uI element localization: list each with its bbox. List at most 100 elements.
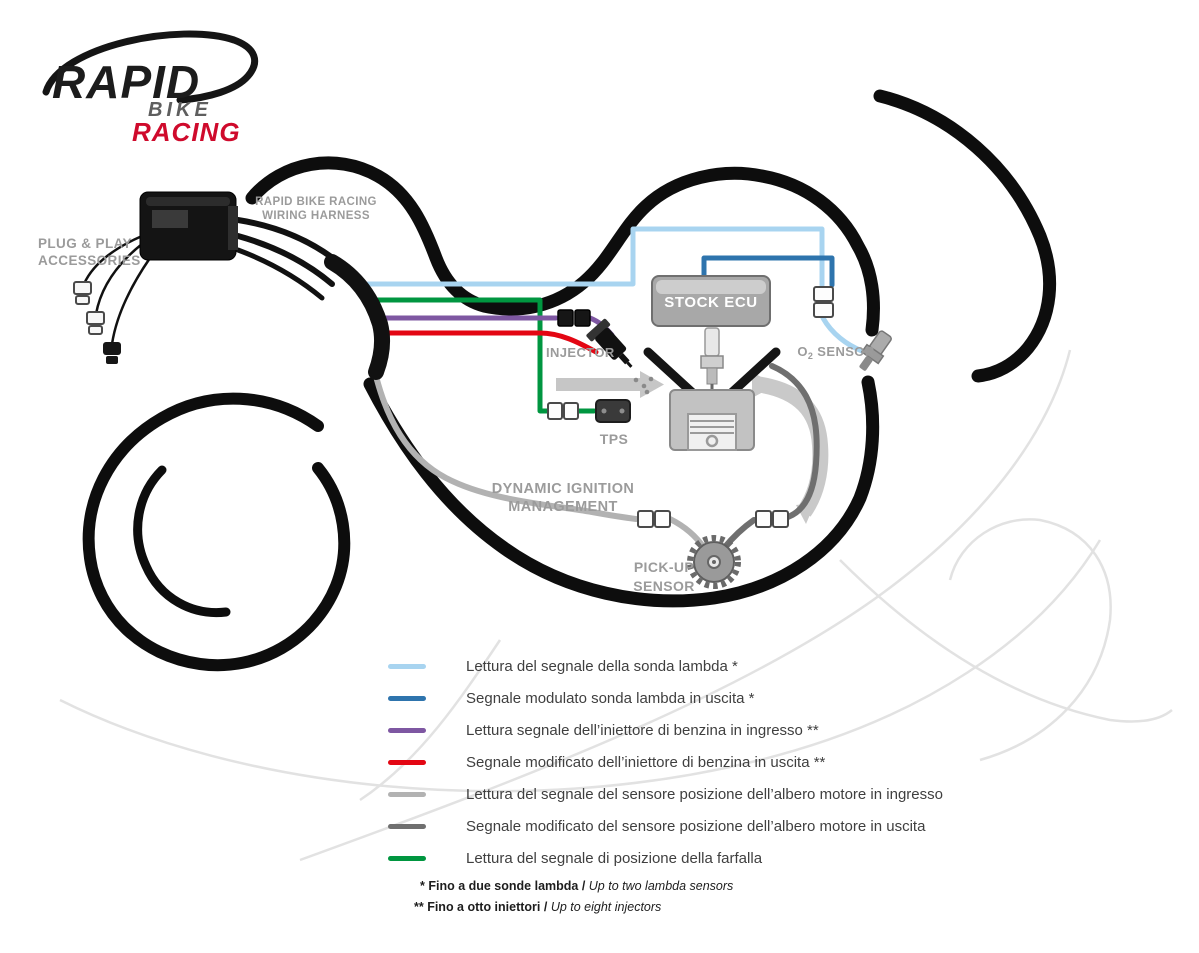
footnote-injectors: ** Fino a otto iniettori / Up to eight i… [414,897,733,918]
injector-icon [586,318,633,368]
dim-label-line2: MANAGEMENT [508,499,618,515]
fuel-droplet [648,376,654,382]
accessory-connector-icon [75,295,90,305]
harness-strand [235,233,335,287]
logo-racing-text: RACING [132,117,241,147]
legend-row: Lettura del segnale del sensore posizion… [388,778,943,810]
footnote-translation: Up to two lambda sensors [588,879,734,893]
crank-output-wire [769,363,820,520]
harness-main-bundle [324,254,391,380]
spark-plug-thread [706,367,718,385]
stock-ecu-label: STOCK ECU [664,294,757,311]
injector-body [595,327,627,360]
tps-body [595,399,631,423]
o2-sensor-label: O2 SENSOR [797,344,874,361]
pickup-label-line1: PICK-UP [634,559,694,575]
rapid-bike-module-group [73,191,238,364]
front-fairing-outline [873,89,1057,383]
accessory-connector-icon [73,281,92,295]
valve-cover-lines [643,347,781,401]
o2-label-sub: 2 [808,351,813,361]
fuel-spray-dots [633,376,654,395]
legend-row: Lettura segnale dell’iniettore di benzin… [388,714,943,746]
tps-connector-icon [563,402,579,420]
legend-label: Lettura del segnale di posizione della f… [466,849,763,867]
legend-row: Lettura del segnale di posizione della f… [388,842,943,874]
spark-plug-hex [700,355,724,369]
o2-label-o: O [797,344,808,359]
intake-duct [556,378,640,391]
module-sticker [152,210,188,228]
footnote-translation: Up to eight injectors [550,900,662,914]
harness-label-line1: RAPID BIKE RACING [255,196,377,208]
legend-swatch-injector-output [388,759,426,765]
tps-sensor-icon [595,399,631,423]
stock-ecu-highlight [656,280,766,294]
stock-ecu-group: STOCK ECU [651,275,771,327]
accessory-connector-black-icon [103,342,121,355]
injector-label: INJECTOR [546,345,615,360]
legend-row: Segnale modificato dell’iniettore di ben… [388,746,943,778]
legend-row: Lettura del segnale della sonda lambda * [388,650,943,682]
engine-group [643,327,781,451]
injector-cap [586,318,611,342]
exhaust-runner-line [723,347,781,401]
footnote-text: ** Fino a otto iniettori / [414,900,551,914]
lambda-input-wire-to-sensor [820,315,865,354]
accessory-wire [82,234,143,285]
harness-strand [235,247,325,301]
exhaust-pipe-band [754,376,829,517]
legend-label: Lettura segnale dell’iniettore di benzin… [466,721,819,739]
crank-connector-icon [654,510,671,528]
o2-label-sensor: SENSOR [813,344,875,359]
legend-swatch-crank-output [388,823,426,829]
harness-label-line2: WIRING HARNESS [262,210,370,222]
body-top-outline [245,156,880,337]
accessory-wire [110,257,152,345]
spark-plug-icon [704,327,720,357]
tps-screw [619,408,625,414]
logo-bike-text: BIKE [148,99,212,121]
legend-swatch-lambda-output [388,695,426,701]
legend-label: Lettura del segnale della sonda lambda * [466,657,738,675]
intake-runner-line [643,347,701,401]
injector-connector [557,309,591,327]
footnotes: * Fino a due sonde lambda / Up to two la… [414,876,733,918]
body-belly-outline [363,375,880,608]
tps-screw [601,408,607,414]
injector-connector-icon [574,309,591,327]
fuel-droplet [633,377,639,383]
decorative-swirl [59,539,1102,793]
dim-label-line1: DYNAMIC IGNITION [492,481,635,497]
pickup-center [712,560,716,564]
legend-label: Segnale modulato sonda lambda in uscita … [466,689,755,707]
crank-connector-icon [637,510,654,528]
diagram-labels: PLUG & PLAY ACCESSORIES RAPID BIKE RACIN… [38,196,874,594]
logo-swoosh [42,30,259,104]
legend-label: Lettura del segnale del sensore posizion… [466,785,943,803]
plug-play-label-line1: PLUG & PLAY [38,236,132,251]
accessory-connectors [73,281,121,364]
legend-swatch-crank-input [388,791,426,797]
legend-row: Segnale modulato sonda lambda in uscita … [388,682,943,714]
plug-play-label-line2: ACCESSORIES [38,253,141,268]
o2-sensor-icon [859,330,892,371]
accessory-wires [82,234,152,345]
accessory-connector-icon [88,325,103,335]
crank-input-wire [371,365,639,522]
legend-swatch-tps [388,855,426,861]
legend-swatch-lambda-input [388,663,426,669]
legend-row: Segnale modificato del sensore posizione… [388,810,943,842]
rear-wheel-inner-arc [133,465,231,618]
fuel-droplet [641,383,647,389]
rapid-bike-logo: RAPID BIKE RACING [42,30,259,147]
legend-label: Segnale modificato dell’iniettore di ben… [466,753,826,771]
piston-pin [705,434,719,448]
decorative-swirl [839,559,1173,723]
injector-nozzle [618,352,630,365]
legend-label: Segnale modificato del sensore posizione… [466,817,926,835]
rear-wheel-outline [82,392,351,672]
accessory-connector-black-icon [106,356,118,364]
